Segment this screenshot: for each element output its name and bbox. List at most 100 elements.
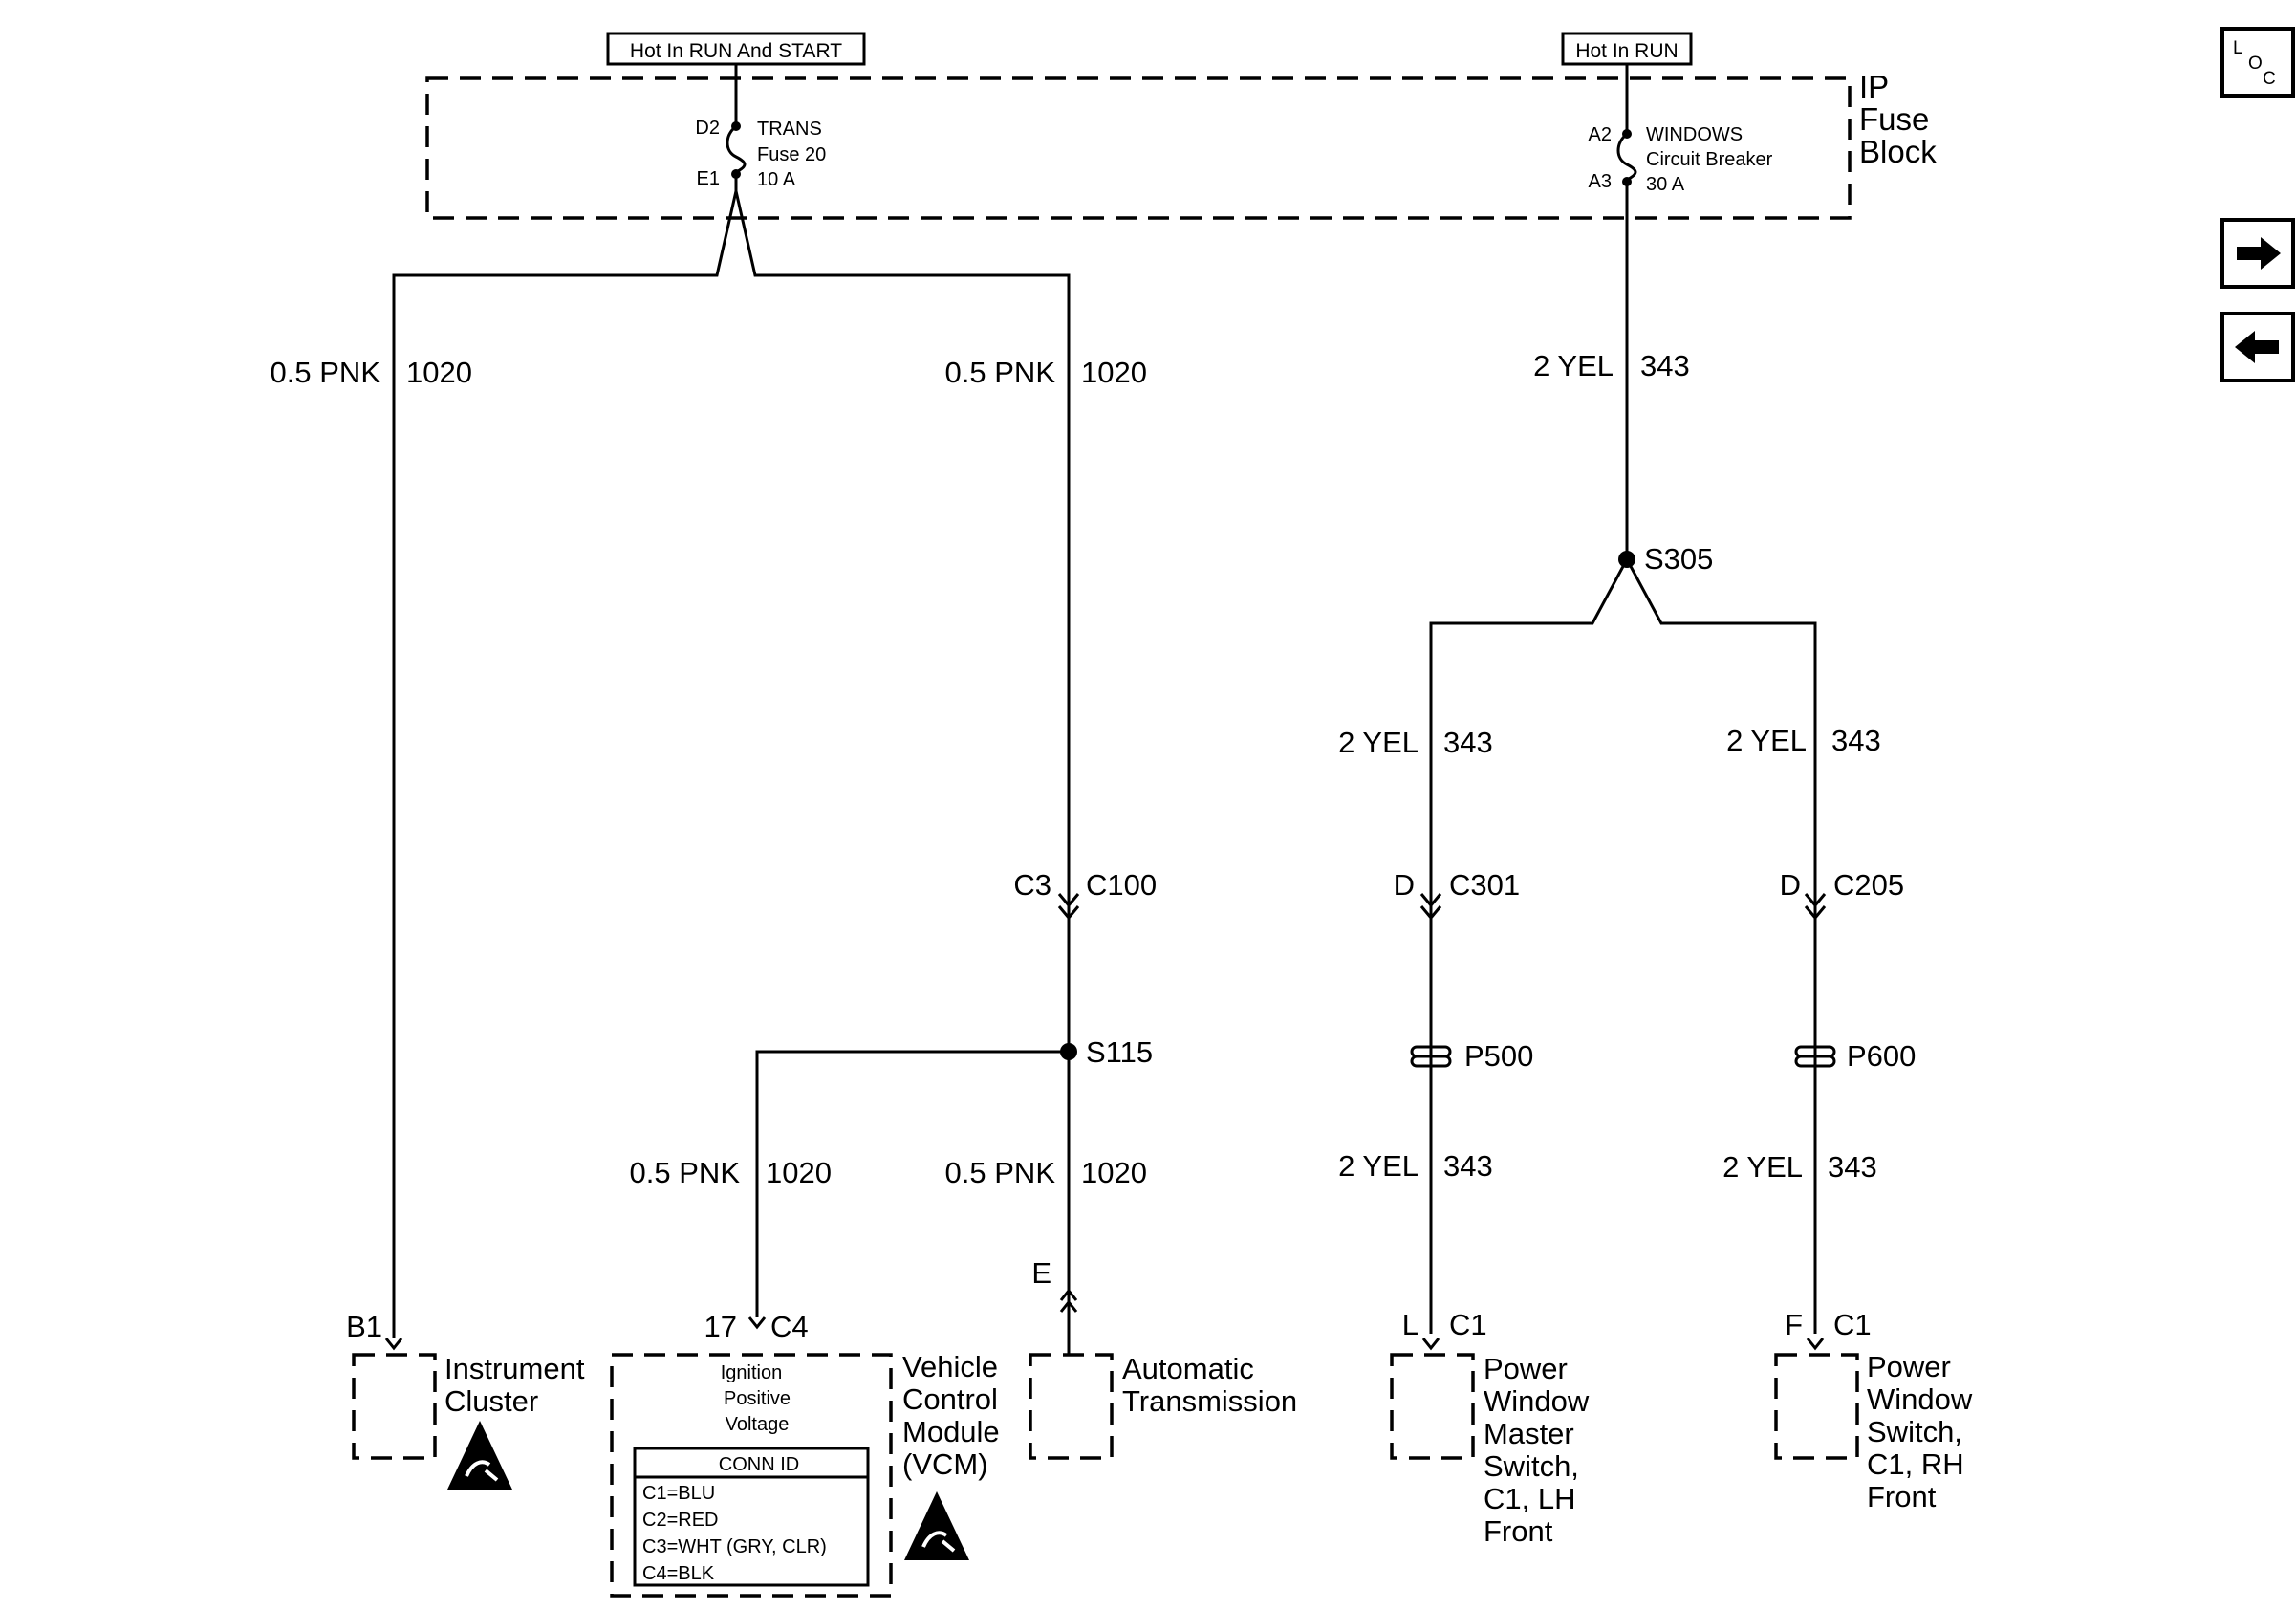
fuse-name: TRANS — [757, 119, 822, 140]
fuse-number: Fuse 20 — [757, 144, 826, 165]
grommet-label: P600 — [1847, 1039, 1916, 1073]
breaker-pin-a3: A3 — [1589, 171, 1612, 192]
loc-letter-c: C — [2263, 69, 2276, 89]
component-connector: C4 — [770, 1310, 809, 1343]
wire-circuit: 1020 — [1081, 356, 1147, 389]
wire-circuit: 343 — [1831, 724, 1881, 757]
wire-label-left-top: 0.5 PNK 1020 — [271, 356, 472, 389]
vcm-input-line3: Voltage — [726, 1414, 790, 1435]
wire-gauge-color: 0.5 PNK — [630, 1156, 741, 1189]
component-pin: 17 — [704, 1310, 737, 1343]
fuse-block-name-line2: Fuse — [1859, 101, 1929, 137]
wire-circuit: 1020 — [1081, 1156, 1147, 1189]
component-name-line2: Transmission — [1122, 1384, 1297, 1418]
conn-id-title: CONN ID — [719, 1454, 799, 1475]
fuse-block-outline — [425, 76, 1852, 220]
component-name-line1: Power — [1867, 1350, 1951, 1383]
wire-gauge-color: 2 YEL — [1338, 1149, 1419, 1183]
component-name-line2: Cluster — [444, 1384, 538, 1418]
circuit-1020 — [392, 174, 1071, 1338]
grommet-p600: P600 — [1794, 1039, 1916, 1073]
wire-gauge-color: 2 YEL — [1726, 724, 1807, 757]
connector-pin: D — [1780, 868, 1801, 902]
wire-gauge-color: 0.5 PNK — [945, 356, 1056, 389]
windows-circuit-breaker: A2 A3 WINDOWS Circuit Breaker 30 A — [1589, 64, 1773, 195]
wire-circuit: 343 — [1640, 349, 1690, 382]
grommet-label: P500 — [1464, 1039, 1533, 1073]
trans-fuse: D2 E1 TRANS Fuse 20 10 A — [695, 64, 826, 190]
component-name-line2: Window — [1484, 1384, 1590, 1418]
component-automatic-transmission: E Automatic Transmission — [1029, 1256, 1297, 1460]
esd-icon — [904, 1491, 969, 1560]
vcm-input-line2: Positive — [724, 1388, 791, 1409]
location-button[interactable]: L O C — [2220, 27, 2295, 98]
component-name-line3: Master — [1484, 1417, 1574, 1450]
component-rh-window-switch: F C1 Power Window Switch, C1, RH Front — [1774, 1308, 1973, 1513]
circuit-343 — [1429, 182, 1817, 1334]
esd-icon — [447, 1421, 512, 1490]
wire-label-rh-lower: 2 YEL 343 — [1722, 1150, 1877, 1184]
conn-id-row: C4=BLK — [642, 1563, 715, 1584]
component-connector: C1 — [1449, 1308, 1487, 1341]
component-vcm: 17 C4 Ignition Positive Voltage CONN ID … — [610, 1310, 1000, 1598]
wire-label-trans: 0.5 PNK 1020 — [945, 1156, 1147, 1189]
previous-page-button[interactable] — [2220, 312, 2295, 382]
splice-s115: S115 — [1060, 1035, 1153, 1069]
vcm-input-line1: Ignition — [721, 1362, 783, 1383]
component-name-line1: Vehicle — [902, 1350, 998, 1383]
wire-gauge-color: 2 YEL — [1722, 1150, 1803, 1184]
fuse-block-name-line3: Block — [1859, 134, 1937, 169]
wire-label-rh-upper: 2 YEL 343 — [1726, 724, 1881, 757]
hot-label-run-start: Hot In RUN And START — [606, 32, 866, 66]
component-instrument-cluster: B1 Instrument Cluster — [346, 1310, 585, 1490]
connector-c301: D C301 — [1394, 868, 1520, 921]
fuse-rating: 10 A — [757, 169, 796, 190]
conn-id-row: C2=RED — [642, 1510, 718, 1531]
component-pin: F — [1785, 1308, 1803, 1341]
component-name-line2: Control — [902, 1382, 998, 1416]
loc-letter-o: O — [2248, 54, 2263, 74]
next-page-button[interactable] — [2220, 218, 2295, 289]
wire-label-lh-upper: 2 YEL 343 — [1338, 726, 1493, 759]
component-lh-window-switch: L C1 Power Window Master Switch, C1, LH … — [1390, 1308, 1590, 1548]
component-name-line1: Automatic — [1122, 1352, 1254, 1385]
component-pin: E — [1031, 1256, 1051, 1290]
component-name-line3: Module — [902, 1415, 1000, 1448]
grommet-p500: P500 — [1410, 1039, 1533, 1073]
conn-id-row: C3=WHT (GRY, CLR) — [642, 1536, 827, 1557]
connector-name: C100 — [1086, 868, 1157, 902]
component-name-line3: Switch, — [1867, 1415, 1962, 1448]
ip-fuse-block: IP Fuse Block — [425, 69, 1937, 220]
wire-circuit: 343 — [1828, 1150, 1877, 1184]
wire-circuit: 343 — [1443, 1149, 1493, 1183]
splice-label: S115 — [1086, 1035, 1153, 1069]
component-name-line2: Window — [1867, 1382, 1973, 1416]
wire-circuit: 1020 — [766, 1156, 832, 1189]
wire-label-right-top: 2 YEL 343 — [1533, 349, 1690, 382]
connector-c100: C3 C100 — [1013, 868, 1157, 921]
connector-pin: C3 — [1013, 868, 1051, 902]
connector-c205: D C205 — [1780, 868, 1904, 921]
splice-label: S305 — [1644, 542, 1713, 576]
component-connector: C1 — [1833, 1308, 1872, 1341]
component-name-line4: (VCM) — [902, 1447, 988, 1481]
component-name-line4: C1, RH — [1867, 1447, 1964, 1481]
wire-gauge-color: 0.5 PNK — [945, 1156, 1056, 1189]
hot-label-run-start-text: Hot In RUN And START — [630, 40, 842, 62]
component-name-line5: Front — [1867, 1480, 1937, 1513]
breaker-rating: 30 A — [1646, 174, 1685, 195]
fuse-pin-d2: D2 — [695, 118, 720, 139]
wire-label-vcm: 0.5 PNK 1020 — [630, 1156, 832, 1189]
breaker-name: WINDOWS — [1646, 124, 1743, 145]
connector-pin: D — [1394, 868, 1415, 902]
wire-gauge-color: 2 YEL — [1533, 349, 1614, 382]
breaker-pin-a2: A2 — [1589, 124, 1612, 145]
breaker-type: Circuit Breaker — [1646, 149, 1773, 170]
loc-letter-l: L — [2233, 38, 2243, 58]
component-pin: L — [1402, 1308, 1419, 1341]
connector-name: C301 — [1449, 868, 1520, 902]
wire-circuit: 343 — [1443, 726, 1493, 759]
component-name-line1: Instrument — [444, 1352, 585, 1385]
component-name-line1: Power — [1484, 1352, 1568, 1385]
component-name-line5: C1, LH — [1484, 1482, 1575, 1515]
